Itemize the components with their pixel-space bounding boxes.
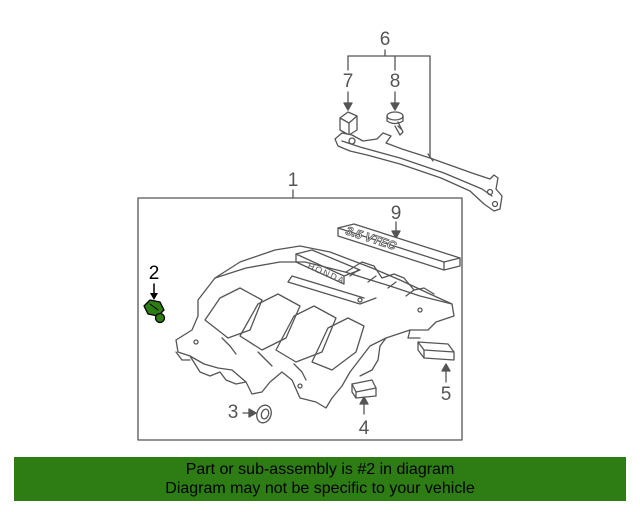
callout-6: 6	[379, 29, 391, 50]
highlighted-part-2	[143, 283, 166, 324]
info-banner: Part or sub-assembly is #2 in diagram Di…	[14, 457, 626, 501]
clip-part-7	[339, 111, 358, 136]
callout-4: 4	[358, 418, 370, 439]
banner-line-1: Part or sub-assembly is #2 in diagram	[185, 461, 455, 478]
callout-5: 5	[440, 384, 452, 405]
callout-2[interactable]: 2	[148, 263, 160, 284]
parts-diagram: 3.5 VTEC	[137, 49, 503, 441]
callout-1: 1	[287, 170, 299, 191]
callout-9: 9	[390, 203, 402, 224]
pad-part-4	[351, 379, 377, 415]
grommet-part-3	[242, 404, 272, 424]
pad-part-5	[417, 341, 455, 383]
leader-7	[343, 91, 353, 111]
banner-line-2: Diagram may not be specific to your vehi…	[165, 480, 475, 497]
callout-3: 3	[227, 402, 239, 423]
leader-8	[390, 91, 400, 111]
bracket-part-6	[334, 132, 503, 212]
callout-7: 7	[342, 71, 354, 92]
bolt-part-8	[386, 111, 404, 136]
emblem-text: 3.5 VTEC	[344, 224, 398, 253]
callout-6-bracket	[347, 49, 431, 159]
assembly-frame	[137, 197, 463, 441]
engine-cover-part-1: HONDA	[175, 245, 455, 409]
callout-8: 8	[389, 71, 401, 92]
